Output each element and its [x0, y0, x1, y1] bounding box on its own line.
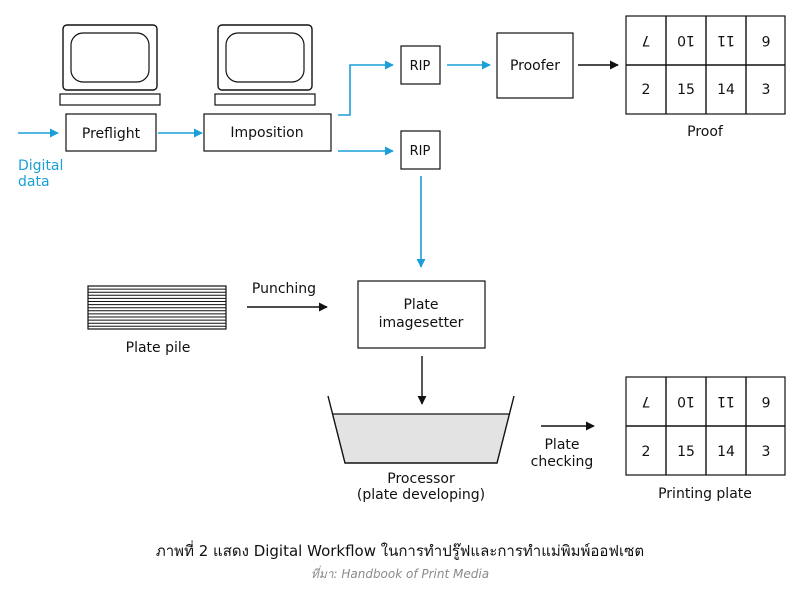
workflow-diagram: Digital data Preflight Imposition RIP Pr… — [18, 15, 786, 503]
plate-cell-top-4: 6 — [761, 393, 770, 409]
imagesetter-label-1: Plate — [403, 297, 438, 313]
imposition-computer-icon — [214, 24, 316, 106]
plate-cell-bottom-1: 2 — [642, 444, 651, 460]
imagesetter-label-2: imagesetter — [379, 315, 464, 331]
proof-cell-top-4: 6 — [761, 32, 770, 48]
proof-cell-top-1: 7 — [642, 32, 651, 48]
printing-plate-grid: 7 10 11 6 2 15 14 3 — [625, 376, 786, 476]
proof-grid: 7 10 11 6 2 15 14 3 — [625, 15, 786, 115]
plate-pile-label: Plate pile — [126, 340, 191, 356]
imposition-label: Imposition — [230, 125, 303, 141]
imposition-to-rip-upper-arrow — [338, 60, 394, 116]
proofer-label: Proofer — [510, 58, 560, 74]
plate-cell-top-2: 10 — [677, 393, 695, 409]
proof-cell-bottom-1: 2 — [642, 82, 651, 98]
digital-data-label-1: Digital — [18, 158, 63, 174]
punching-label: Punching — [252, 281, 316, 297]
proofer-box — [496, 32, 574, 99]
proof-cell-top-3: 11 — [717, 32, 735, 48]
rip-upper-label: RIP — [410, 59, 431, 74]
figure-caption: ภาพที่ 2 แสดง Digital Workflow ในการทำปร… — [155, 542, 645, 560]
plate-imagesetter-box — [357, 280, 486, 349]
proof-cell-bottom-4: 3 — [762, 82, 771, 98]
digital-data-label-2: data — [18, 174, 50, 190]
plate-pile-icon — [87, 285, 227, 330]
plate-checking-label-1: Plate — [544, 437, 579, 453]
proof-label: Proof — [687, 124, 724, 140]
imposition-box — [203, 113, 332, 152]
figure-source: ที่มา: Handbook of Print Media — [310, 567, 490, 581]
rip-upper-box — [400, 45, 441, 85]
plate-cell-top-1: 7 — [642, 393, 651, 409]
printing-plate-label: Printing plate — [658, 486, 752, 502]
plate-cell-bottom-4: 3 — [762, 444, 771, 460]
plate-cell-top-3: 11 — [717, 393, 735, 409]
preflight-box — [65, 113, 157, 152]
processor-label-2: (plate developing) — [357, 487, 485, 503]
processor-tray-icon — [327, 395, 515, 464]
processor-label-1: Processor — [387, 471, 455, 487]
proof-cell-bottom-2: 15 — [677, 82, 695, 98]
plate-cell-bottom-3: 14 — [717, 444, 735, 460]
rip-lower-label: RIP — [410, 144, 431, 159]
plate-cell-bottom-2: 15 — [677, 444, 695, 460]
proof-cell-top-2: 10 — [677, 32, 695, 48]
proof-cell-bottom-3: 14 — [717, 82, 735, 98]
preflight-computer-icon — [59, 24, 161, 106]
rip-lower-box — [400, 130, 441, 170]
preflight-label: Preflight — [82, 126, 141, 142]
plate-checking-label-2: checking — [531, 454, 594, 470]
